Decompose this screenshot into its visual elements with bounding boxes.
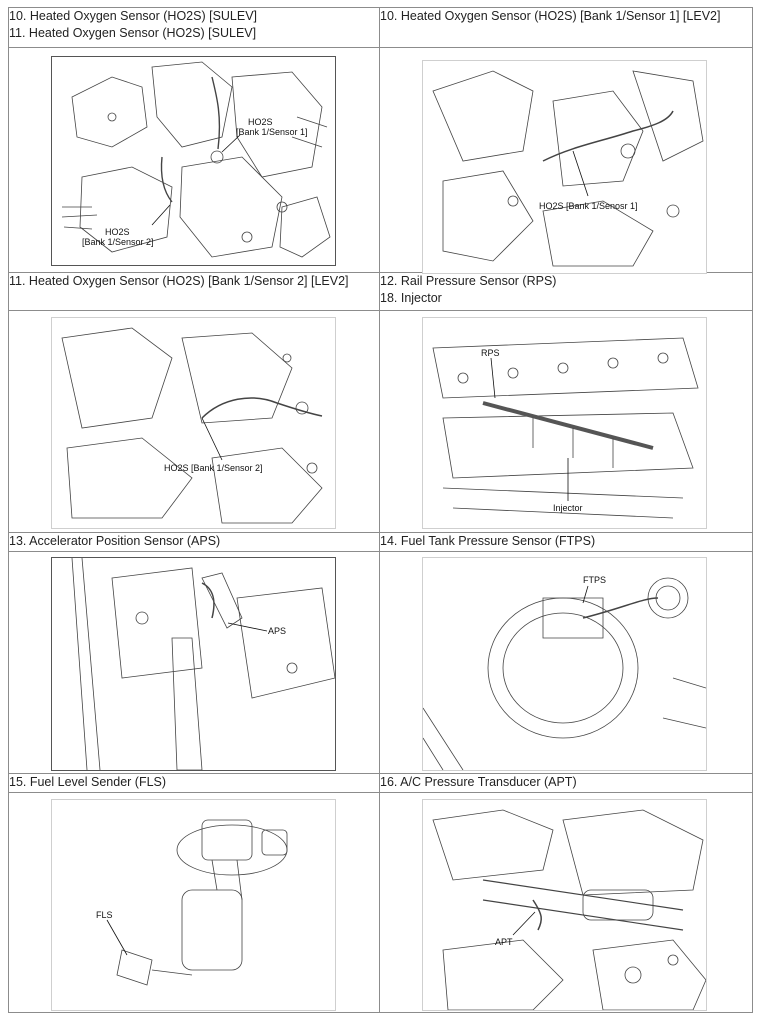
label-injector: Injector (553, 503, 583, 513)
label-apt: APT (495, 937, 513, 947)
figure-cell-apt: APT (379, 792, 753, 1013)
fuel-sender-drawing (106, 819, 288, 986)
component-location-table: 10. Heated Oxygen Sensor (HO2S) [SULEV] … (8, 7, 753, 1013)
caption-ftps: 14. Fuel Tank Pressure Sensor (FTPS) (379, 532, 753, 552)
figure-apt: APT (422, 799, 707, 1011)
caption-line: 12. Rail Pressure Sensor (RPS) (380, 274, 557, 288)
caption-ho2s-lev2-sensor1: 10. Heated Oxygen Sensor (HO2S) [Bank 1/… (379, 7, 753, 48)
label-bank1-sensor2: [Bank 1/Sensor 2] (82, 237, 154, 247)
figure-cell-aps: APS (8, 551, 380, 774)
engine-drawing (61, 327, 323, 524)
label-ho2s-2: HO2S (105, 227, 130, 237)
figure-cell-ho2s-lev2-sensor1: HO2S [Bank 1/Senosr 1] (379, 47, 753, 274)
engine-drawing (432, 70, 704, 267)
pedal-drawing (71, 558, 335, 770)
label-ho2s-1: HO2S (248, 117, 273, 127)
caption-apt: 16. A/C Pressure Transducer (APT) (379, 773, 753, 793)
label-ho2s-bank1-sensor2: HO2S [Bank 1/Sensor 2] (164, 463, 263, 473)
figure-ftps: FTPS (422, 557, 707, 771)
caption-line: 10. Heated Oxygen Sensor (HO2S) [Bank 1/… (380, 9, 721, 23)
caption-line: 18. Injector (380, 291, 442, 305)
figure-cell-rps-injector: RPS Injector (379, 310, 753, 533)
caption-line: 15. Fuel Level Sender (FLS) (9, 775, 167, 789)
figure-aps: APS (51, 557, 336, 771)
fuel-tank-drawing (423, 577, 706, 770)
engine-drawing (432, 337, 699, 519)
engine-drawing (61, 61, 331, 258)
label-rps: RPS (481, 348, 500, 358)
caption-line: 14. Fuel Tank Pressure Sensor (FTPS) (380, 534, 596, 548)
caption-rps-injector: 12. Rail Pressure Sensor (RPS) 18. Injec… (379, 272, 753, 311)
engine-drawing (432, 809, 706, 1010)
label-bank1-sensor1: [Bank 1/Sensor 1] (236, 127, 308, 137)
figure-cell-ho2s-sulev: HO2S [Bank 1/Sensor 1] HO2S [Bank 1/Sens… (8, 47, 380, 273)
figure-ho2s-lev2-sensor1: HO2S [Bank 1/Senosr 1] (422, 60, 707, 274)
figure-rps-injector: RPS Injector (422, 317, 707, 529)
label-ho2s-bank1-sensor1: HO2S [Bank 1/Senosr 1] (539, 201, 638, 211)
caption-line: 11. Heated Oxygen Sensor (HO2S) [Bank 1/… (9, 274, 349, 288)
caption-ho2s-lev2-sensor2: 11. Heated Oxygen Sensor (HO2S) [Bank 1/… (8, 272, 380, 311)
figure-cell-ftps: FTPS (379, 551, 753, 774)
figure-ho2s-sulev: HO2S [Bank 1/Sensor 1] HO2S [Bank 1/Sens… (51, 56, 336, 266)
caption-line: 10. Heated Oxygen Sensor (HO2S) [SULEV] (9, 9, 258, 23)
figure-ho2s-lev2-sensor2: HO2S [Bank 1/Sensor 2] (51, 317, 336, 529)
caption-fls: 15. Fuel Level Sender (FLS) (8, 773, 380, 793)
component-grid: 10. Heated Oxygen Sensor (HO2S) [SULEV] … (8, 7, 753, 1013)
label-fls: FLS (96, 910, 113, 920)
figure-cell-ho2s-lev2-sensor2: HO2S [Bank 1/Sensor 2] (8, 310, 380, 533)
figure-fls: FLS (51, 799, 336, 1011)
label-ftps: FTPS (583, 575, 607, 585)
caption-line: 13. Accelerator Position Sensor (APS) (9, 534, 221, 548)
figure-cell-fls: FLS (8, 792, 380, 1013)
caption-line: 11. Heated Oxygen Sensor (HO2S) [SULEV] (9, 26, 257, 40)
caption-aps: 13. Accelerator Position Sensor (APS) (8, 532, 380, 552)
label-aps: APS (268, 626, 287, 636)
caption-line: 16. A/C Pressure Transducer (APT) (380, 775, 577, 789)
caption-ho2s-sulev: 10. Heated Oxygen Sensor (HO2S) [SULEV] … (8, 7, 380, 48)
